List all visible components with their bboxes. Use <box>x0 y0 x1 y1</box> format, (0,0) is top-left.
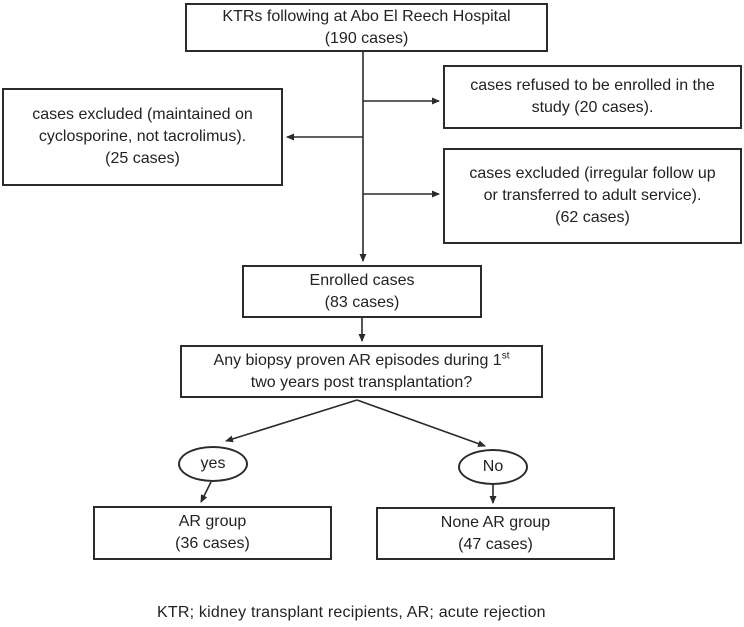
node-ar-group-line1: AR group <box>178 513 247 530</box>
node-excluded-followup-line1: cases excluded (irregular follow up <box>469 165 716 182</box>
node-ar-group: AR group (36 cases) <box>93 506 332 560</box>
node-source-line1: KTRs following at Abo El Reech Hospital <box>222 7 511 25</box>
node-excluded-cyclosporine: cases excluded (maintained on cyclospori… <box>2 88 283 186</box>
node-source-cases: (190 cases) <box>324 29 409 47</box>
node-excluded-followup-cases: (62 cases) <box>555 209 630 226</box>
node-enrolled-cases: (83 cases) <box>324 293 400 311</box>
node-ar-question: Any biopsy proven AR episodes during 1st… <box>180 345 543 398</box>
arrow-yes-to-ar-group <box>200 481 212 503</box>
node-enrolled-line1: Enrolled cases <box>309 271 415 289</box>
node-none-ar-group: None AR group (47 cases) <box>376 507 615 560</box>
abbreviation-footnote: KTR; kidney transplant recipients, AR; a… <box>157 604 546 621</box>
node-enrolled-cases: Enrolled cases (83 cases) <box>242 265 482 318</box>
node-excluded-followup-line2: or transferred to adult service). <box>483 187 702 204</box>
arrow-question-to-no <box>356 399 486 447</box>
decision-no-oval: No <box>458 449 528 485</box>
node-refused-line1: cases refused to be enrolled in the <box>470 77 715 94</box>
node-excluded-cyclosporine-line2: cyclosporine, not tacrolimus). <box>38 128 247 145</box>
node-ar-question-ordinal: st <box>501 350 510 362</box>
node-none-ar-group-line1: None AR group <box>440 513 551 531</box>
node-refused-cases: cases refused to be enrolled in the stud… <box>443 65 742 129</box>
node-ar-question-line1-text: Any biopsy proven AR episodes during 1 <box>213 351 502 369</box>
node-none-ar-group-cases: (47 cases) <box>458 535 533 553</box>
node-ar-group-cases: (36 cases) <box>175 535 250 552</box>
node-ar-question-line2: two years post transplantation? <box>250 373 473 391</box>
decision-yes-oval: yes <box>178 446 248 482</box>
arrow-question-to-yes <box>225 399 358 443</box>
node-refused-line2: study (20 cases). <box>531 99 654 116</box>
decision-yes-label: yes <box>200 455 226 472</box>
node-source-population: KTRs following at Abo El Reech Hospital … <box>185 3 548 52</box>
node-excluded-followup: cases excluded (irregular follow up or t… <box>443 148 742 244</box>
node-ar-question-line1: Any biopsy proven AR episodes during 1st <box>214 350 510 372</box>
node-excluded-cyclosporine-cases: (25 cases) <box>105 150 180 167</box>
decision-no-label: No <box>482 458 504 475</box>
node-excluded-cyclosporine-line1: cases excluded (maintained on <box>32 106 253 123</box>
